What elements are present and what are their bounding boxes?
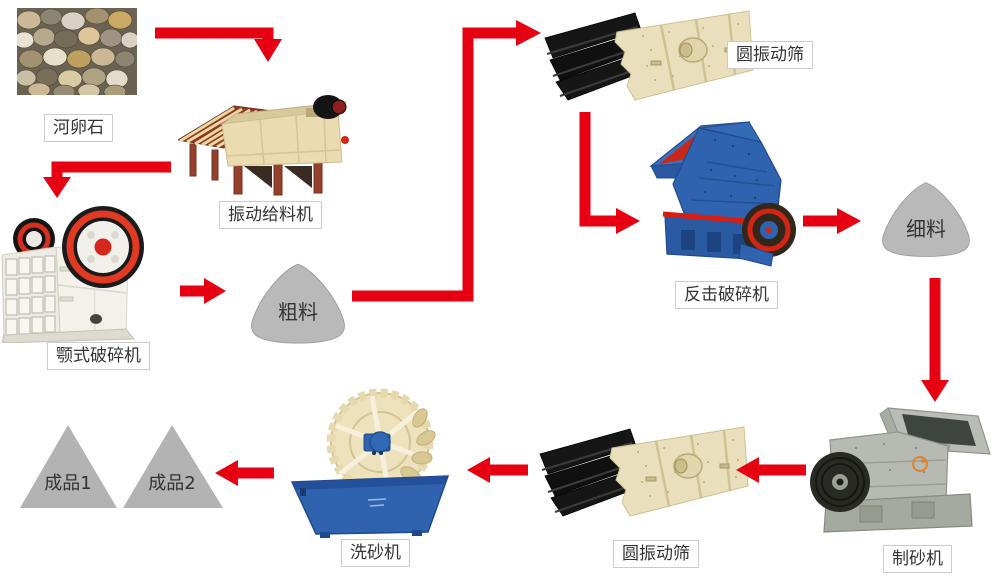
arrowhead-right-icon xyxy=(204,278,226,304)
label-sand-maker: 制砂机 xyxy=(883,545,952,573)
product1-triangle xyxy=(20,425,117,508)
product2-label: 成品2 xyxy=(148,473,196,494)
coarse-material-pile xyxy=(251,263,345,344)
impact-crusher-image xyxy=(649,121,796,267)
vibrating-screen-top-image xyxy=(544,10,754,101)
jaw-crusher-image xyxy=(1,206,144,343)
arrowhead-left-icon xyxy=(467,457,490,483)
arrowhead-right-icon xyxy=(616,208,640,234)
product1-label: 成品1 xyxy=(44,473,92,494)
arrowhead-down-icon xyxy=(43,177,71,198)
label-sand-washer: 洗砂机 xyxy=(341,539,410,567)
arrowhead-down-icon xyxy=(921,380,949,402)
fine-material-pile xyxy=(882,182,970,257)
label-screen-top: 圆振动筛 xyxy=(727,41,813,69)
arrow-screen-top-to-impact xyxy=(579,112,616,227)
label-pebbles: 河卵石 xyxy=(44,114,113,142)
arrowhead-left-icon xyxy=(215,460,238,486)
label-jaw-crusher: 颚式破碎机 xyxy=(47,342,150,370)
product-piles xyxy=(20,425,223,508)
label-feeder: 振动给料机 xyxy=(219,201,322,229)
arrowhead-down-icon xyxy=(254,39,282,62)
arrowhead-right-icon xyxy=(516,20,541,46)
pebbles-photo xyxy=(17,8,137,95)
arrowhead-right-icon xyxy=(837,208,861,234)
sand-maker-image xyxy=(810,407,991,533)
arrow-coarse-to-screen-top xyxy=(352,27,516,302)
vibrating-screen-bottom-image xyxy=(539,426,749,517)
product2-triangle xyxy=(123,425,223,508)
sand-washer-image xyxy=(290,388,450,538)
label-impact-crusher: 反击破碎机 xyxy=(675,281,778,309)
fine-material-label: 细料 xyxy=(906,217,946,241)
coarse-material-label: 粗料 xyxy=(278,300,318,324)
label-screen-bottom: 圆振动筛 xyxy=(613,540,699,568)
arrow-pebbles-to-feeder xyxy=(155,27,274,39)
arrow-feeder-to-jaw xyxy=(51,161,171,177)
vibrating-feeder-image xyxy=(178,95,349,196)
arrowhead-left-icon xyxy=(736,457,759,483)
